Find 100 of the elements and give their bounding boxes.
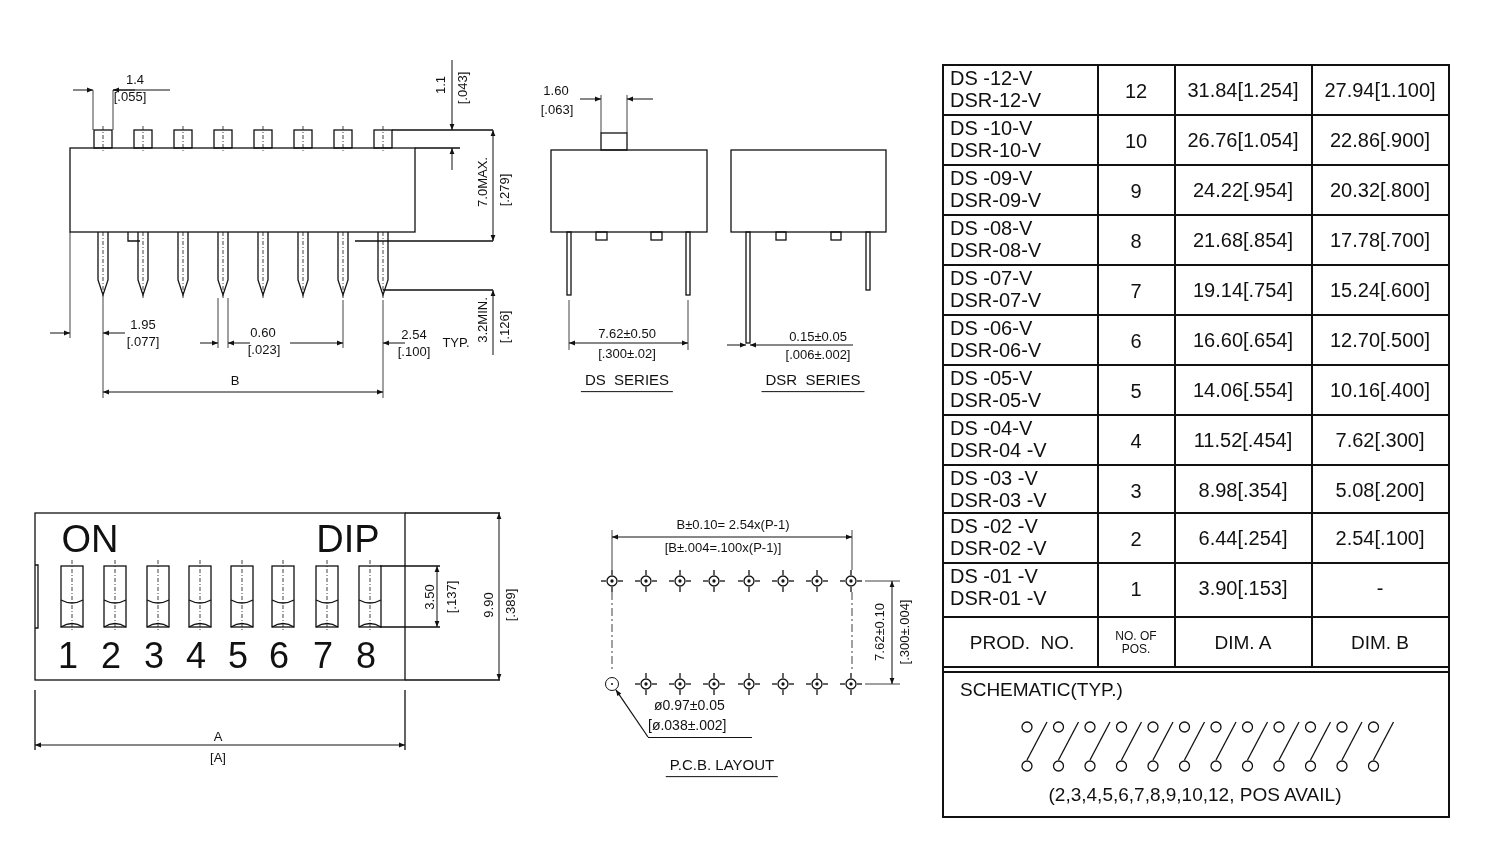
switch-number: 6 (269, 637, 289, 675)
column-header: PROD. NO. (969, 633, 1075, 653)
dimension-label: 2.54 (401, 328, 427, 342)
dimension-label: 1.95 (130, 318, 156, 332)
view-title: DS SERIES (580, 372, 674, 392)
position-count: 8 (1130, 230, 1142, 252)
dimension-label: [.100] (397, 345, 431, 359)
dimension-label: 0.15±0.05 (789, 330, 847, 344)
dimension-value: 10.16[.400] (1329, 379, 1431, 401)
dimension-label: [.055] (113, 90, 147, 104)
dimension-value: 20.32[.800] (1329, 179, 1431, 201)
product-number: DS -08-V (950, 217, 1033, 239)
product-number: DS -07-V (950, 267, 1033, 289)
product-number: DSR-12-V (950, 89, 1042, 111)
product-number: DS -03 -V (950, 467, 1038, 489)
dimension-value: 16.60[.654] (1192, 329, 1294, 351)
switch-number: 7 (313, 637, 333, 675)
dimension-label: B±0.10= 2.54x(P-1) (676, 518, 790, 532)
position-count: 3 (1130, 480, 1142, 502)
schematic-title: SCHEMATIC(TYP.) (960, 680, 1123, 700)
product-number: DS -12-V (950, 67, 1033, 89)
dimension-value: 15.24[.600] (1329, 279, 1431, 301)
dimension-value: 22.86[.900] (1329, 129, 1431, 151)
dimension-label: TYP. (442, 336, 470, 350)
dimension-label: 3.50 (423, 584, 437, 610)
dimension-label: [.389] (504, 588, 518, 622)
pcb-hole-icon (605, 677, 619, 691)
dimension-label: [.023] (247, 343, 281, 357)
product-number: DSR-10-V (950, 139, 1042, 161)
switch-number: 3 (144, 637, 164, 675)
product-number: DS -05-V (950, 367, 1033, 389)
dimension-value: 26.76[1.054] (1187, 129, 1299, 151)
dimension-value: 31.84[1.254] (1187, 79, 1299, 101)
product-number: DSR-03 -V (950, 489, 1047, 511)
dimension-value: - (1376, 577, 1384, 599)
dimension-label: 7.62±0.10 (873, 603, 887, 661)
product-number: DSR-08-V (950, 239, 1042, 261)
product-number: DSR-07-V (950, 289, 1042, 311)
position-count: 10 (1124, 130, 1148, 152)
schematic-note: (2,3,4,5,6,7,8,9,10,12, POS AVAIL) (1048, 785, 1342, 805)
dimension-value: 8.98[.354] (1198, 479, 1288, 501)
position-count: 2 (1130, 528, 1142, 550)
dimension-value: 2.54[.100] (1335, 527, 1425, 549)
switch-number: 5 (228, 637, 248, 675)
dimension-value: 17.78[.700] (1329, 229, 1431, 251)
dimension-value: 12.70[.500] (1329, 329, 1431, 351)
position-count: 5 (1130, 380, 1142, 402)
product-number: DS -04-V (950, 417, 1033, 439)
view-title: DSR SERIES (761, 372, 865, 392)
dimension-label: 1.4 (125, 73, 145, 87)
dimension-value: 21.68[.854] (1192, 229, 1294, 251)
column-header: DIM. A (1214, 633, 1272, 653)
product-number: DS -10-V (950, 117, 1033, 139)
dimension-label: 1.60 (543, 84, 569, 98)
product-number: DSR-06-V (950, 339, 1042, 361)
dimension-label: 7.0MAX. (476, 157, 490, 207)
switch-number: 2 (101, 637, 121, 675)
position-count: 9 (1130, 180, 1142, 202)
dimension-label: [.279] (498, 173, 512, 207)
panel-marking: DIP (316, 520, 380, 560)
position-count: 12 (1124, 80, 1148, 102)
switch-number: 1 (58, 637, 78, 675)
dimension-label: [.006±.002] (785, 348, 851, 362)
dimension-value: 27.94[1.100] (1324, 79, 1436, 101)
dimension-label: 9.90 (482, 592, 496, 618)
dimension-label: [.300±.02] (598, 347, 656, 361)
dimension-value: 11.52[.454] (1193, 429, 1293, 451)
dimension-label: 7.62±0.50 (598, 327, 656, 341)
dimension-label: [.063] (540, 103, 574, 117)
dimension-value: 5.08[.200] (1335, 479, 1425, 501)
position-count: 7 (1130, 280, 1142, 302)
position-count: 4 (1130, 430, 1142, 452)
dimension-label: [.137] (445, 580, 459, 614)
switch-number: 8 (356, 637, 376, 675)
dimension-letter: A (213, 730, 223, 744)
product-number: DS -06-V (950, 317, 1033, 339)
product-number: DS -02 -V (950, 515, 1038, 537)
position-count: 6 (1130, 330, 1142, 352)
dimension-letter: B (230, 374, 240, 388)
dimension-label: [.077] (126, 335, 160, 349)
dimension-label: [.300±.004] (898, 599, 912, 665)
switch-number: 4 (186, 637, 206, 675)
position-count: 1 (1130, 578, 1142, 600)
dimension-label: [B±.004=.100x(P-1)] (664, 541, 782, 555)
dimension-value: 24.22[.954] (1192, 179, 1294, 201)
product-number: DSR-09-V (950, 189, 1042, 211)
view-title: P.C.B. LAYOUT (665, 757, 779, 777)
dimension-label: 0.60 (250, 326, 276, 340)
leader-line (615, 689, 649, 738)
product-number: DSR-04 -V (950, 439, 1047, 461)
dimension-value: 3.90[.153] (1198, 577, 1288, 599)
product-number: DS -01 -V (950, 565, 1038, 587)
product-number: DSR-05-V (950, 389, 1042, 411)
dimension-label: [A] (210, 751, 226, 765)
dimension-label: 1.1 (434, 75, 448, 95)
dimension-value: 14.06[.554] (1192, 379, 1294, 401)
dimension-label: ø0.97±0.05 (654, 698, 725, 713)
dimension-label: 3.2MIN. (476, 297, 490, 343)
product-number: DSR-02 -V (950, 537, 1047, 559)
dimension-value: 19.14[.754] (1192, 279, 1294, 301)
